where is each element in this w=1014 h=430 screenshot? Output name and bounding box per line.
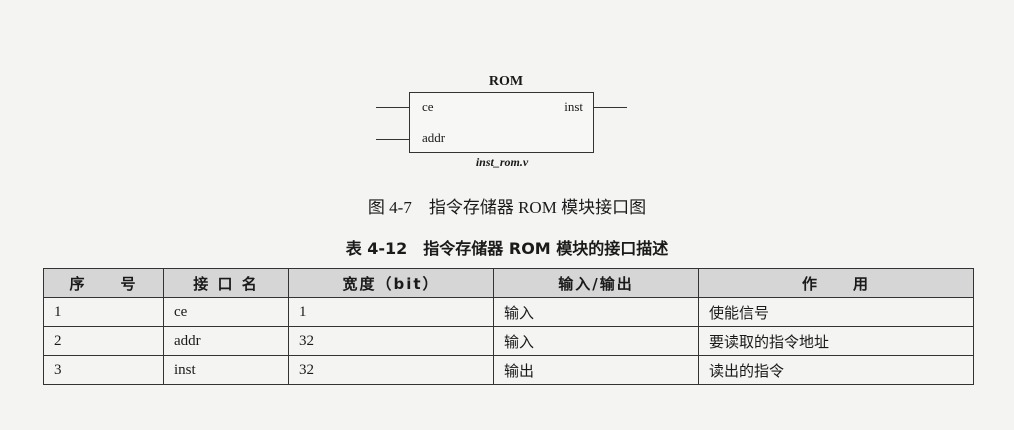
rom-block-title: ROM [488, 74, 524, 89]
port-inst-label: inst [564, 99, 583, 114]
cell-width: 32 [288, 326, 494, 356]
header-function: 作 用 [698, 268, 974, 298]
cell-function: 使能信号 [698, 297, 974, 327]
table-row: 3 inst 32 输出 读出的指令 [43, 355, 974, 385]
cell-function: 读出的指令 [698, 355, 974, 385]
table-title: 表 4-12 指令存储器 ROM 模块的接口描述 [345, 239, 669, 258]
cell-direction: 输入 [493, 326, 699, 356]
cell-interface-name: inst [163, 355, 289, 385]
ce-wire [376, 107, 409, 108]
cell-function: 要读取的指令地址 [698, 326, 974, 356]
cell-direction: 输入 [493, 297, 699, 327]
cell-width: 32 [288, 355, 494, 385]
cell-index: 1 [43, 297, 164, 327]
cell-interface-name: addr [163, 326, 289, 356]
rom-interface-diagram: ROM ce addr inst inst_rom.v [0, 0, 1014, 180]
cell-direction: 输出 [493, 355, 699, 385]
inst-wire [594, 107, 627, 108]
header-width: 宽度（bit） [288, 268, 494, 298]
rom-block: ce addr inst [409, 92, 594, 153]
figure-caption: 图 4-7 指令存储器 ROM 模块接口图 [367, 198, 647, 217]
cell-index: 2 [43, 326, 164, 356]
cell-index: 3 [43, 355, 164, 385]
table-row: 1 ce 1 输入 使能信号 [43, 297, 974, 327]
header-interface-name: 接 口 名 [163, 268, 289, 298]
interface-table: 序 号 接 口 名 宽度（bit） 输入/输出 作 用 1 ce 1 输入 使能… [43, 268, 974, 385]
header-direction: 输入/输出 [493, 268, 699, 298]
cell-width: 1 [288, 297, 494, 327]
header-index: 序 号 [43, 268, 164, 298]
module-file-label: inst_rom.v [475, 155, 529, 169]
table-row: 2 addr 32 输入 要读取的指令地址 [43, 326, 974, 356]
addr-wire [376, 139, 409, 140]
cell-interface-name: ce [163, 297, 289, 327]
port-ce-label: ce [422, 99, 434, 114]
table-header-row: 序 号 接 口 名 宽度（bit） 输入/输出 作 用 [43, 268, 974, 298]
port-addr-label: addr [422, 130, 446, 145]
